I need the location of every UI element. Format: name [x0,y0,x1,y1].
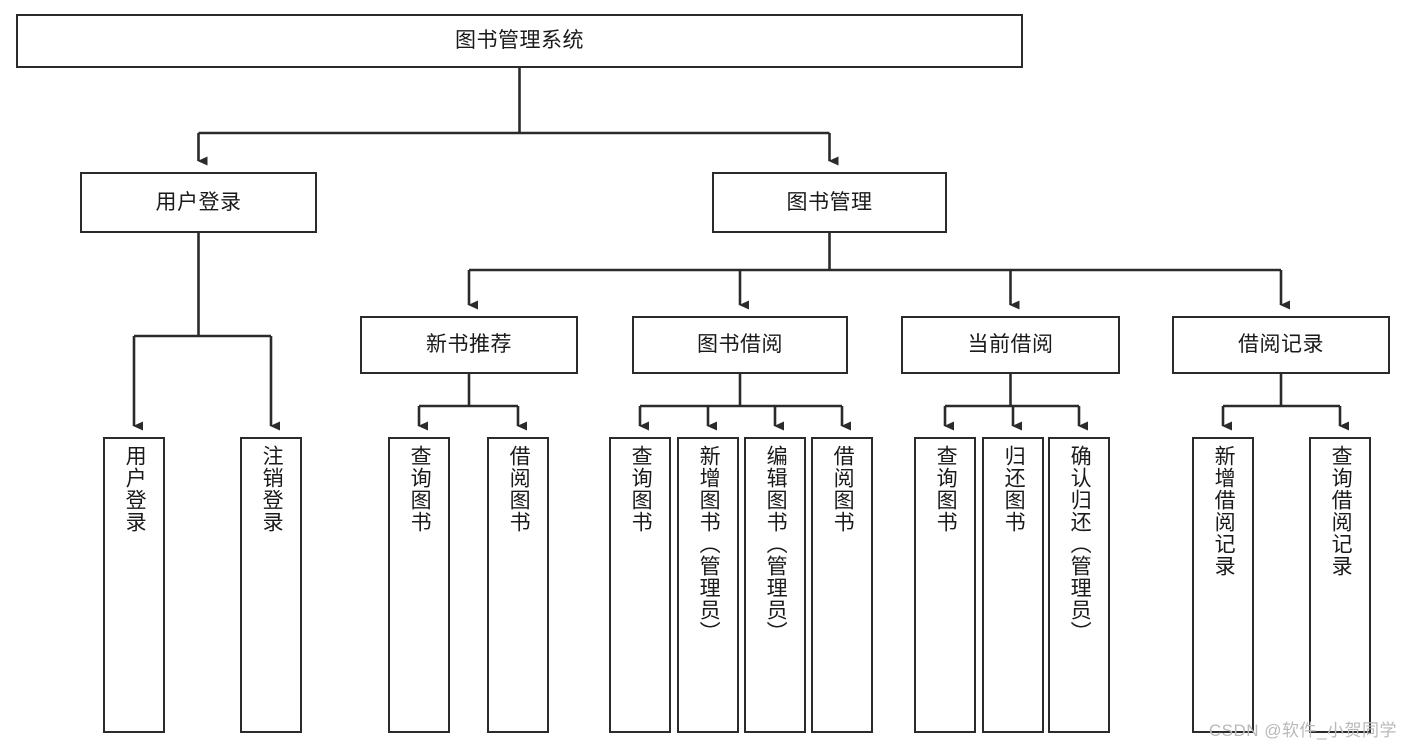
node-label-leaf-return-book: 归还图书 [1002,445,1026,533]
node-new-book-recommend[interactable]: 新书推荐 [360,316,578,374]
node-leaf-edit-book[interactable]: 编辑图书（管理员） [744,437,806,733]
node-leaf-query-borrow-record[interactable]: 查询借阅记录 [1309,437,1371,733]
node-label-book-management: 图书管理 [786,190,873,214]
node-leaf-query-book-recommend[interactable]: 查询图书 [388,437,450,733]
node-current-borrow[interactable]: 当前借阅 [901,316,1120,374]
node-label-user-login: 用户登录 [155,190,242,214]
node-leaf-query-book-borrow[interactable]: 查询图书 [609,437,671,733]
node-label-book-borrow: 图书借阅 [697,333,783,357]
node-label-leaf-edit-book: 编辑图书（管理员） [764,445,788,643]
node-label-root: 图书管理系统 [455,29,584,53]
node-book-borrow[interactable]: 图书借阅 [632,316,848,374]
node-label-leaf-borrow-book-recommend: 借阅图书 [507,445,531,533]
node-user-login[interactable]: 用户登录 [80,172,317,233]
node-label-leaf-confirm-return: 确认归还（管理员） [1068,445,1092,643]
node-label-leaf-borrow-book: 借阅图书 [831,445,855,533]
node-leaf-query-book-current[interactable]: 查询图书 [914,437,976,733]
node-leaf-confirm-return[interactable]: 确认归还（管理员） [1048,437,1110,733]
node-label-new-book-recommend: 新书推荐 [426,333,512,357]
node-label-leaf-add-book: 新增图书（管理员） [697,445,721,643]
node-leaf-logout[interactable]: 注销登录 [240,437,302,733]
node-label-borrow-record: 借阅记录 [1238,333,1324,357]
node-borrow-record[interactable]: 借阅记录 [1172,316,1390,374]
node-label-leaf-logout: 注销登录 [260,445,284,533]
node-leaf-borrow-book[interactable]: 借阅图书 [811,437,873,733]
node-label-leaf-query-book-recommend: 查询图书 [408,445,432,533]
node-leaf-borrow-book-recommend[interactable]: 借阅图书 [487,437,549,733]
node-book-management[interactable]: 图书管理 [712,172,947,233]
node-label-leaf-query-borrow-record: 查询借阅记录 [1329,445,1353,577]
node-label-current-borrow: 当前借阅 [967,333,1054,357]
node-label-leaf-query-book-current: 查询图书 [934,445,958,533]
node-label-leaf-query-book-borrow: 查询图书 [629,445,653,533]
node-leaf-add-book[interactable]: 新增图书（管理员） [677,437,739,733]
node-label-leaf-add-borrow-record: 新增借阅记录 [1212,445,1236,577]
csdn-watermark: CSDN @软件_小贺同学 [1208,721,1397,740]
node-leaf-user-login[interactable]: 用户登录 [103,437,165,733]
node-root[interactable]: 图书管理系统 [16,14,1023,68]
node-leaf-return-book[interactable]: 归还图书 [982,437,1044,733]
node-label-leaf-user-login: 用户登录 [123,445,147,533]
node-leaf-add-borrow-record[interactable]: 新增借阅记录 [1192,437,1254,733]
